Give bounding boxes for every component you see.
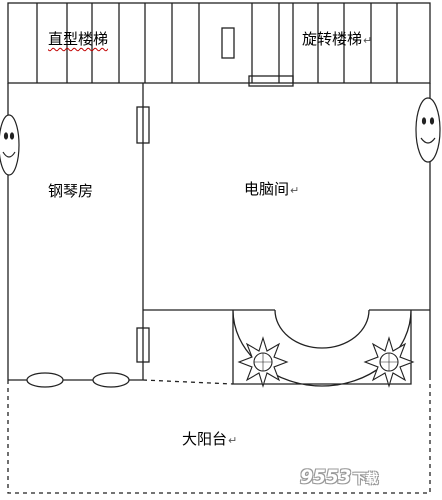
oval-planter-right xyxy=(92,372,130,388)
oval-planter-left xyxy=(26,372,64,388)
partition-door-upper xyxy=(136,106,150,144)
label-straight-stairs: 直型楼梯 xyxy=(48,30,109,48)
balcony-outline xyxy=(7,380,431,494)
sun-icon-left xyxy=(237,336,289,388)
stair-door xyxy=(221,27,235,59)
top-wall-window xyxy=(248,75,294,87)
label-computer-room: 电脑间↵ xyxy=(244,180,300,198)
label-spiral-stairs: 旋转楼梯↵ xyxy=(302,30,373,48)
stair-treads xyxy=(36,3,398,83)
semicircular-bay xyxy=(232,309,412,387)
smiley-face-left-icon xyxy=(0,114,20,176)
sun-icon-right xyxy=(363,336,415,388)
smiley-face-right-icon xyxy=(415,97,441,163)
label-piano-room: 钢琴房 xyxy=(48,182,94,200)
label-balcony: 大阳台↵ xyxy=(182,430,238,448)
partition-door-lower xyxy=(136,327,150,363)
stair-area-frame xyxy=(7,2,431,84)
